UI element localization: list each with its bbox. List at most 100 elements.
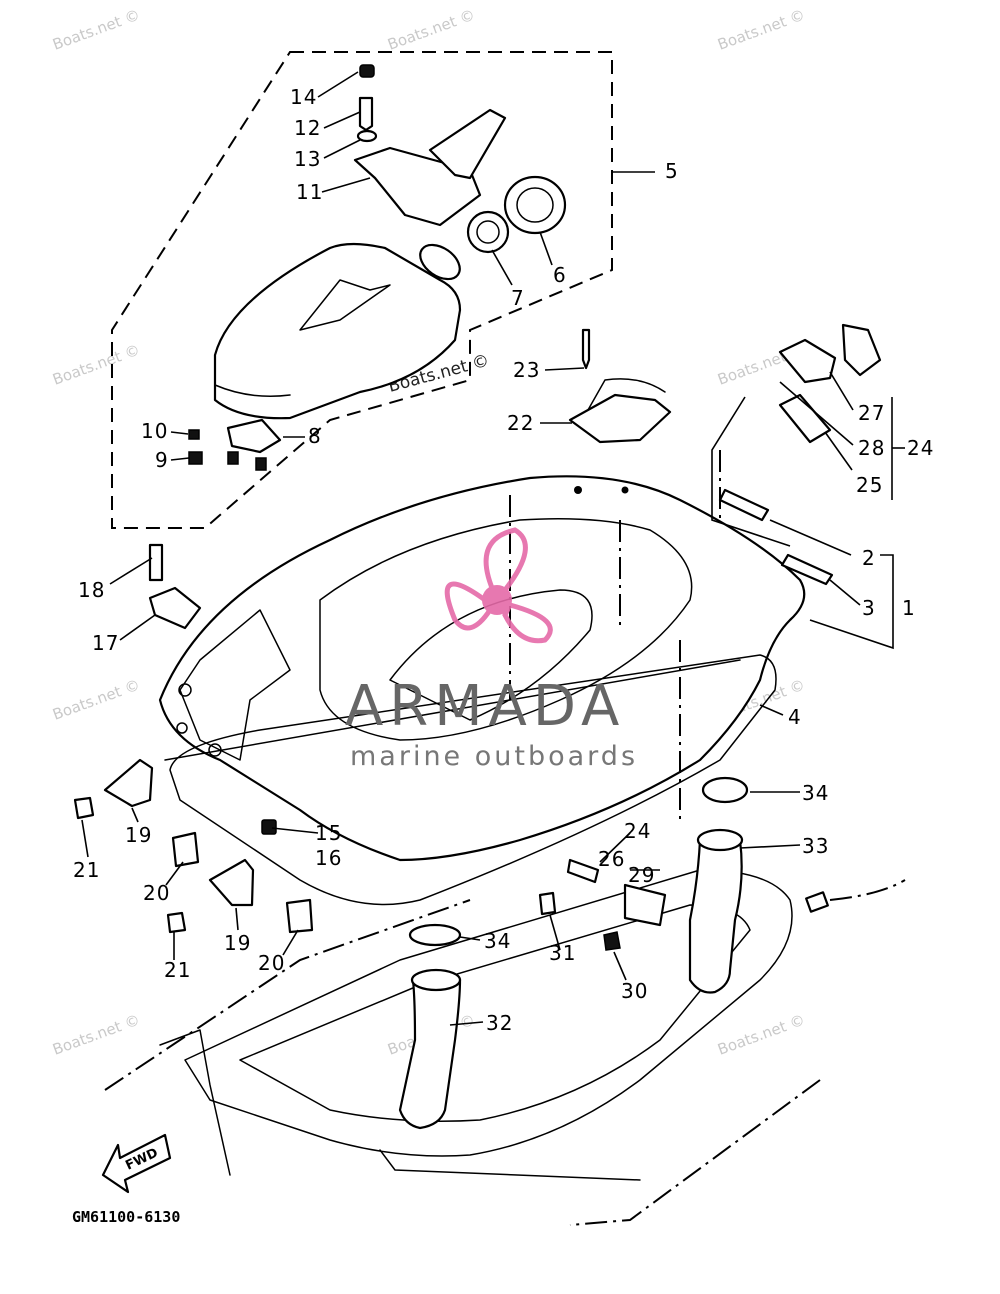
callout-29: 29 <box>628 863 655 887</box>
bolt-18-icon <box>148 543 164 582</box>
watermark: Boats.net © <box>50 676 142 724</box>
bracket-11-strap <box>428 108 507 180</box>
handle-22-part <box>568 393 672 444</box>
callout-19a: 19 <box>125 823 152 847</box>
bracket-19a-part <box>103 758 154 808</box>
callout-15: 15 <box>315 821 342 845</box>
hose-32-end <box>410 968 462 992</box>
bracket-8-part <box>226 418 282 454</box>
callout-14: 14 <box>290 85 317 109</box>
hoses <box>398 776 749 1130</box>
bolt-12-icon <box>358 96 374 132</box>
callout-8: 8 <box>308 424 322 448</box>
callout-24a: 24 <box>907 436 934 460</box>
callout-25: 25 <box>856 473 883 497</box>
hole <box>176 722 188 734</box>
nut-16-icon <box>261 819 277 835</box>
callout-4: 4 <box>788 705 802 729</box>
clamp-34b-icon <box>408 923 462 947</box>
air-box-port <box>419 243 461 281</box>
callout-21b: 21 <box>164 958 191 982</box>
hull-line <box>829 879 906 901</box>
leader-lines <box>81 71 905 1026</box>
plate-29-part <box>623 883 667 927</box>
air-box-body <box>213 242 462 420</box>
ring-6-icon <box>503 175 567 235</box>
air-box-edge <box>214 384 291 397</box>
hose-32 <box>398 978 462 1130</box>
callout-21a: 21 <box>73 858 100 882</box>
hull-outline <box>104 869 906 1226</box>
watermark: Boats.net © <box>385 6 477 54</box>
latch-27-part <box>778 338 837 384</box>
callout-26: 26 <box>598 847 625 871</box>
bolt-9-icon <box>188 451 203 465</box>
callout-19b: 19 <box>224 931 251 955</box>
callout-34b: 34 <box>484 929 511 953</box>
bracket-19b-part <box>208 858 255 907</box>
callout-2: 2 <box>862 546 876 570</box>
watermark: Boats.net © <box>50 341 142 389</box>
callout-13: 13 <box>294 147 321 171</box>
callout-1: 1 <box>902 596 916 620</box>
bolt-8a-icon <box>227 451 239 465</box>
bolt-8b-icon <box>255 457 267 471</box>
pad-3-part <box>780 553 834 586</box>
handle-22-grip <box>587 378 666 411</box>
callout-10: 10 <box>141 419 168 443</box>
hull-line <box>104 899 471 1091</box>
washer-10-icon <box>188 429 200 440</box>
callout-31: 31 <box>549 941 576 965</box>
callout-20a: 20 <box>143 881 170 905</box>
callouts: 5 14 12 13 11 6 7 10 9 8 18 17 19 21 20 … <box>73 85 934 1035</box>
callout-5: 5 <box>665 159 679 183</box>
propeller-icon <box>444 527 553 644</box>
watermark: Boats.net © <box>715 6 807 54</box>
callout-32: 32 <box>486 1011 513 1035</box>
vent-23-icon <box>581 328 591 370</box>
callout-27: 27 <box>858 401 885 425</box>
callout-24b: 24 <box>624 819 651 843</box>
callout-22: 22 <box>507 411 534 435</box>
hole <box>178 683 192 697</box>
figure-code: GM61100-6130 <box>72 1208 180 1226</box>
callout-33: 33 <box>802 834 829 858</box>
callout-11: 11 <box>296 180 323 204</box>
ring-6-inner <box>516 187 554 223</box>
callout-7: 7 <box>511 286 525 310</box>
callout-23: 23 <box>513 358 540 382</box>
callout-30: 30 <box>621 979 648 1003</box>
hole <box>208 743 222 757</box>
plate-20a-part <box>171 831 200 868</box>
hull-deck <box>184 869 793 1157</box>
plate-25-part <box>778 393 832 444</box>
armada-logo: ARMADA marine outboards <box>345 527 638 772</box>
nut-30-icon <box>603 931 621 951</box>
watermark: Boats.net © <box>50 1011 142 1059</box>
fwd-arrow-icon: FWD <box>101 1133 172 1194</box>
mount-hole <box>574 486 582 494</box>
hose-33-end <box>696 828 744 852</box>
mounting-brackets <box>73 543 314 934</box>
hatch-cover-top <box>319 518 693 741</box>
callout-6: 6 <box>553 263 567 287</box>
plate-20b-part <box>285 898 314 934</box>
air-box-inlet <box>299 279 391 331</box>
watermark: Boats.net © <box>50 6 142 54</box>
watermark: Boats.net © <box>715 1011 807 1059</box>
bolt-21b-icon <box>166 911 187 934</box>
gasket-seal <box>169 654 777 906</box>
ring-7-icon <box>466 210 510 254</box>
callout-28: 28 <box>858 436 885 460</box>
callout-20b: 20 <box>258 951 285 975</box>
hull-keel <box>379 1149 641 1181</box>
hull-side <box>159 1029 231 1176</box>
hull-plug <box>805 891 829 913</box>
assembly-5-outline <box>111 51 613 529</box>
gasket-line <box>164 659 741 761</box>
part-26-icon <box>566 858 600 884</box>
callout-3: 3 <box>862 596 876 620</box>
armada-tagline: marine outboards <box>350 741 638 772</box>
air-box-assembly <box>188 64 567 471</box>
nut-14-icon <box>359 64 375 78</box>
